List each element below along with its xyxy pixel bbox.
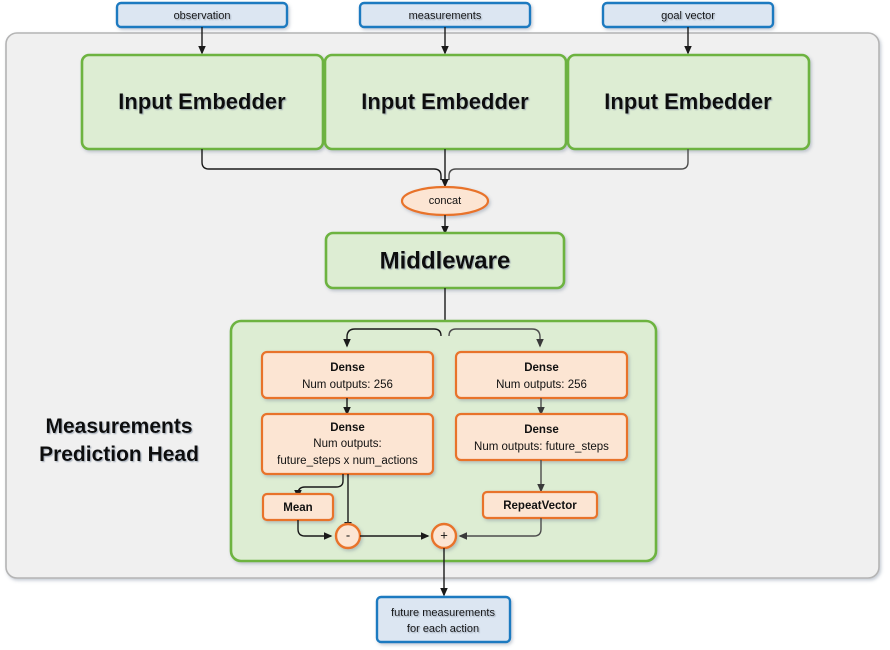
mean-node[interactable]: Mean [261, 492, 335, 522]
left-dense-2[interactable]: Dense Num outputs: future_steps x num_ac… [260, 412, 435, 476]
right-dense-1-subtitle: Num outputs: 256 [496, 379, 587, 391]
input-node-goal-vector-label: goal vector [661, 10, 715, 22]
output-node-label-line1: future measurements [391, 607, 495, 619]
minus-operator-node[interactable]: - [334, 522, 362, 550]
input-node-observation-label: observation [174, 10, 231, 22]
input-embedder-3-label: Input Embedder [604, 89, 772, 114]
right-dense-1-box[interactable] [454, 350, 629, 400]
left-dense-1-title: Dense [330, 362, 365, 374]
input-embedder-3[interactable]: Input Embedder [566, 53, 811, 151]
right-dense-2-subtitle: Num outputs: future_steps [474, 441, 609, 453]
left-dense-2-subtitle-1: Num outputs: [313, 438, 381, 450]
middleware-node[interactable]: Middleware [324, 231, 566, 290]
plus-operator-node[interactable]: + [430, 522, 458, 550]
mean-label: Mean [283, 502, 312, 514]
left-dense-2-subtitle-2: future_steps x num_actions [277, 455, 418, 467]
measurements-prediction-head-label-line2: Prediction Head [39, 443, 199, 466]
repeat-vector-node[interactable]: RepeatVector [481, 490, 599, 520]
output-node[interactable]: future measurements for each action [375, 595, 512, 644]
measurements-prediction-head-label-line1: Measurements [45, 415, 192, 438]
input-node-observation[interactable]: observation [115, 1, 289, 29]
edge-head-split-left [343, 328, 442, 348]
right-dense-1-title: Dense [524, 362, 559, 374]
plus-operator-label: + [440, 527, 448, 542]
concat-node-label: concat [429, 195, 461, 207]
edge-embedder3-to-concat [448, 149, 689, 180]
input-embedder-1-label: Input Embedder [118, 89, 286, 114]
output-node-label-line2: for each action [407, 623, 479, 635]
input-node-measurements-label: measurements [409, 10, 482, 22]
right-dense-1[interactable]: Dense Num outputs: 256 [454, 350, 629, 400]
edge-head-split-right [448, 328, 544, 348]
input-embedder-2[interactable]: Input Embedder [323, 53, 568, 151]
input-node-goal-vector[interactable]: goal vector [601, 1, 775, 29]
right-dense-2-box[interactable] [454, 412, 629, 462]
input-embedder-2-label: Input Embedder [361, 89, 529, 114]
input-node-measurements[interactable]: measurements [358, 1, 532, 29]
input-embedder-1[interactable]: Input Embedder [80, 53, 325, 151]
left-dense-1-subtitle: Num outputs: 256 [302, 379, 393, 391]
repeat-vector-label: RepeatVector [503, 500, 577, 512]
output-node-box[interactable] [375, 595, 512, 644]
minus-operator-label: - [346, 527, 350, 542]
right-dense-2[interactable]: Dense Num outputs: future_steps [454, 412, 629, 462]
left-dense-1[interactable]: Dense Num outputs: 256 [260, 350, 435, 400]
edge-embedder1-to-concat [201, 149, 442, 180]
edge-left-dense2-to-mean [294, 474, 344, 499]
concat-node[interactable]: concat [400, 185, 490, 217]
edge-repeatvector-to-plus [458, 518, 542, 540]
middleware-label: Middleware [380, 247, 511, 274]
repeat-vector-box[interactable] [481, 490, 599, 520]
edge-mean-to-minus [297, 520, 333, 540]
left-dense-2-title: Dense [330, 422, 365, 434]
right-dense-2-title: Dense [524, 424, 559, 436]
left-dense-1-box[interactable] [260, 350, 435, 400]
